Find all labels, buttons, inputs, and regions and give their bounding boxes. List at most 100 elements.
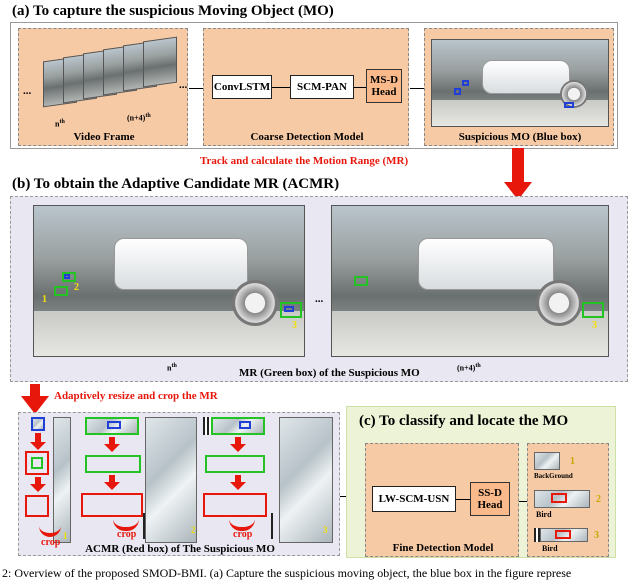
frame-strip [53, 417, 71, 543]
label-1: 1 [570, 456, 575, 467]
strip [203, 417, 211, 435]
blue-box [64, 274, 70, 279]
video-frame-thumb [143, 36, 177, 88]
label-2: 2 [74, 282, 79, 293]
msd-head-block: MS-D Head [366, 69, 402, 103]
resize-label: Adaptively resize and crop the MR [54, 390, 218, 402]
result-thumb [534, 490, 590, 508]
green-box [62, 272, 76, 282]
crop-thumb [31, 417, 45, 431]
mo-caption: Suspicious MO (Blue box) [458, 131, 582, 143]
red-arrow-head [504, 182, 532, 200]
section-c-title: (c) To classify and locate the MO [359, 413, 569, 429]
label-1: 1 [42, 294, 47, 305]
track-label: Track and calculate the Motion Range (MR… [200, 155, 409, 167]
class-background: BackGround [534, 472, 573, 480]
crop-label: crop [233, 529, 253, 540]
label-3: 3 [292, 320, 297, 331]
red-arrow-head [230, 444, 246, 452]
crop-curve [229, 519, 255, 531]
blue-box [454, 88, 461, 95]
arrow [272, 87, 290, 88]
frame-n4-label: (n+4)th [457, 363, 481, 373]
red-arrow-head [104, 482, 120, 490]
label-2: 2 [191, 525, 196, 535]
result-thumb [534, 452, 560, 470]
arrow [410, 88, 424, 89]
red-box [81, 493, 143, 517]
red-arrow-shaft [35, 433, 41, 443]
crop-curve [39, 525, 61, 537]
red-arrow-shaft [235, 475, 241, 483]
acmr-panel: 1 2 3 crop crop crop ACMR (Red box) of T… [18, 412, 340, 556]
red-box [25, 495, 49, 517]
red-arrow-shaft [109, 437, 115, 445]
lw-scm-usn-block: LW-SCM-USN [372, 486, 456, 512]
ellipsis: ... [23, 85, 32, 97]
red-arrow-head [30, 484, 46, 492]
section-a-title: (a) To capture the suspicious Moving Obj… [12, 3, 334, 19]
label-2: 2 [596, 494, 601, 505]
figure-caption: 2: Overview of the proposed SMOD-BMI. (a… [2, 566, 572, 580]
frame-n-label: nth [167, 363, 177, 373]
suspicious-mo-panel: Suspicious MO (Blue box) [424, 28, 614, 146]
arrow [456, 499, 470, 500]
video-frame-panel: ... ... nth (n+4)th Video Frame [18, 28, 188, 146]
arrow [189, 88, 203, 89]
red-arrow-head [30, 442, 46, 450]
frame-n4-label: (n+4)th [127, 113, 151, 123]
label-3: 3 [594, 530, 599, 541]
ellipsis: ... [179, 79, 188, 91]
convlstm-block: ConvLSTM [212, 75, 272, 99]
video-frame-caption: Video Frame [73, 131, 135, 143]
blue-box [462, 80, 469, 86]
fine-caption: Fine Detection Model [392, 542, 494, 554]
green-box [280, 302, 302, 318]
mr-caption: MR (Green box) of the Suspicious MO [239, 367, 420, 379]
section-b-title: (b) To obtain the Adaptive Candidate MR … [12, 176, 340, 192]
strip [534, 528, 540, 542]
class-bird: Bird [542, 544, 558, 553]
substation-image [431, 39, 609, 127]
red-arrow-shaft [109, 475, 115, 483]
green-box [54, 286, 68, 296]
red-box [25, 451, 49, 475]
green-box [354, 276, 368, 286]
red-arrow-shaft [512, 148, 524, 182]
scm-pan-block: SCM-PAN [290, 75, 354, 99]
red-arrow-head [230, 482, 246, 490]
divider [143, 513, 145, 539]
fine-detection-panel: LW-SCM-USN SS-D Head Fine Detection Mode… [365, 443, 519, 557]
crop-label: crop [41, 537, 61, 548]
result-thumb [540, 528, 588, 542]
green-box [85, 455, 141, 473]
blue-box [284, 306, 294, 312]
section-b-panel: 1 2 3 ... 3 nth MR (Green box) of the Su… [10, 196, 628, 382]
section-c-panel: (c) To classify and locate the MO LW-SCM… [346, 406, 616, 558]
red-arrow-head [104, 444, 120, 452]
label-3: 3 [592, 320, 597, 331]
crop-label: crop [117, 529, 137, 540]
green-box [205, 455, 265, 473]
frame-strip [145, 417, 197, 543]
red-arrow-shaft [30, 384, 40, 398]
coarse-caption: Coarse Detection Model [250, 131, 364, 143]
blue-box [564, 102, 574, 108]
label-3: 3 [323, 525, 328, 535]
mr-frame-n-image: 1 2 3 [33, 205, 305, 357]
arrow [519, 501, 527, 502]
green-box [582, 302, 604, 318]
crop-thumb [85, 417, 139, 435]
mr-frame-n4-image: 3 [331, 205, 609, 357]
acmr-caption: ACMR (Red box) of The Suspicious MO [85, 543, 275, 555]
red-arrow-head [21, 396, 49, 414]
crop-curve [113, 519, 139, 531]
ellipsis: ... [315, 293, 324, 305]
red-arrow-shaft [35, 477, 41, 485]
divider [271, 513, 273, 539]
frame-n-label: nth [55, 119, 65, 129]
frame-strip [279, 417, 333, 543]
class-bird: Bird [536, 510, 552, 519]
result-panel: 1 BackGround 2 Bird 3 Bird [527, 443, 609, 557]
coarse-detection-panel: ConvLSTM SCM-PAN MS-D Head Coarse Detect… [203, 28, 409, 146]
